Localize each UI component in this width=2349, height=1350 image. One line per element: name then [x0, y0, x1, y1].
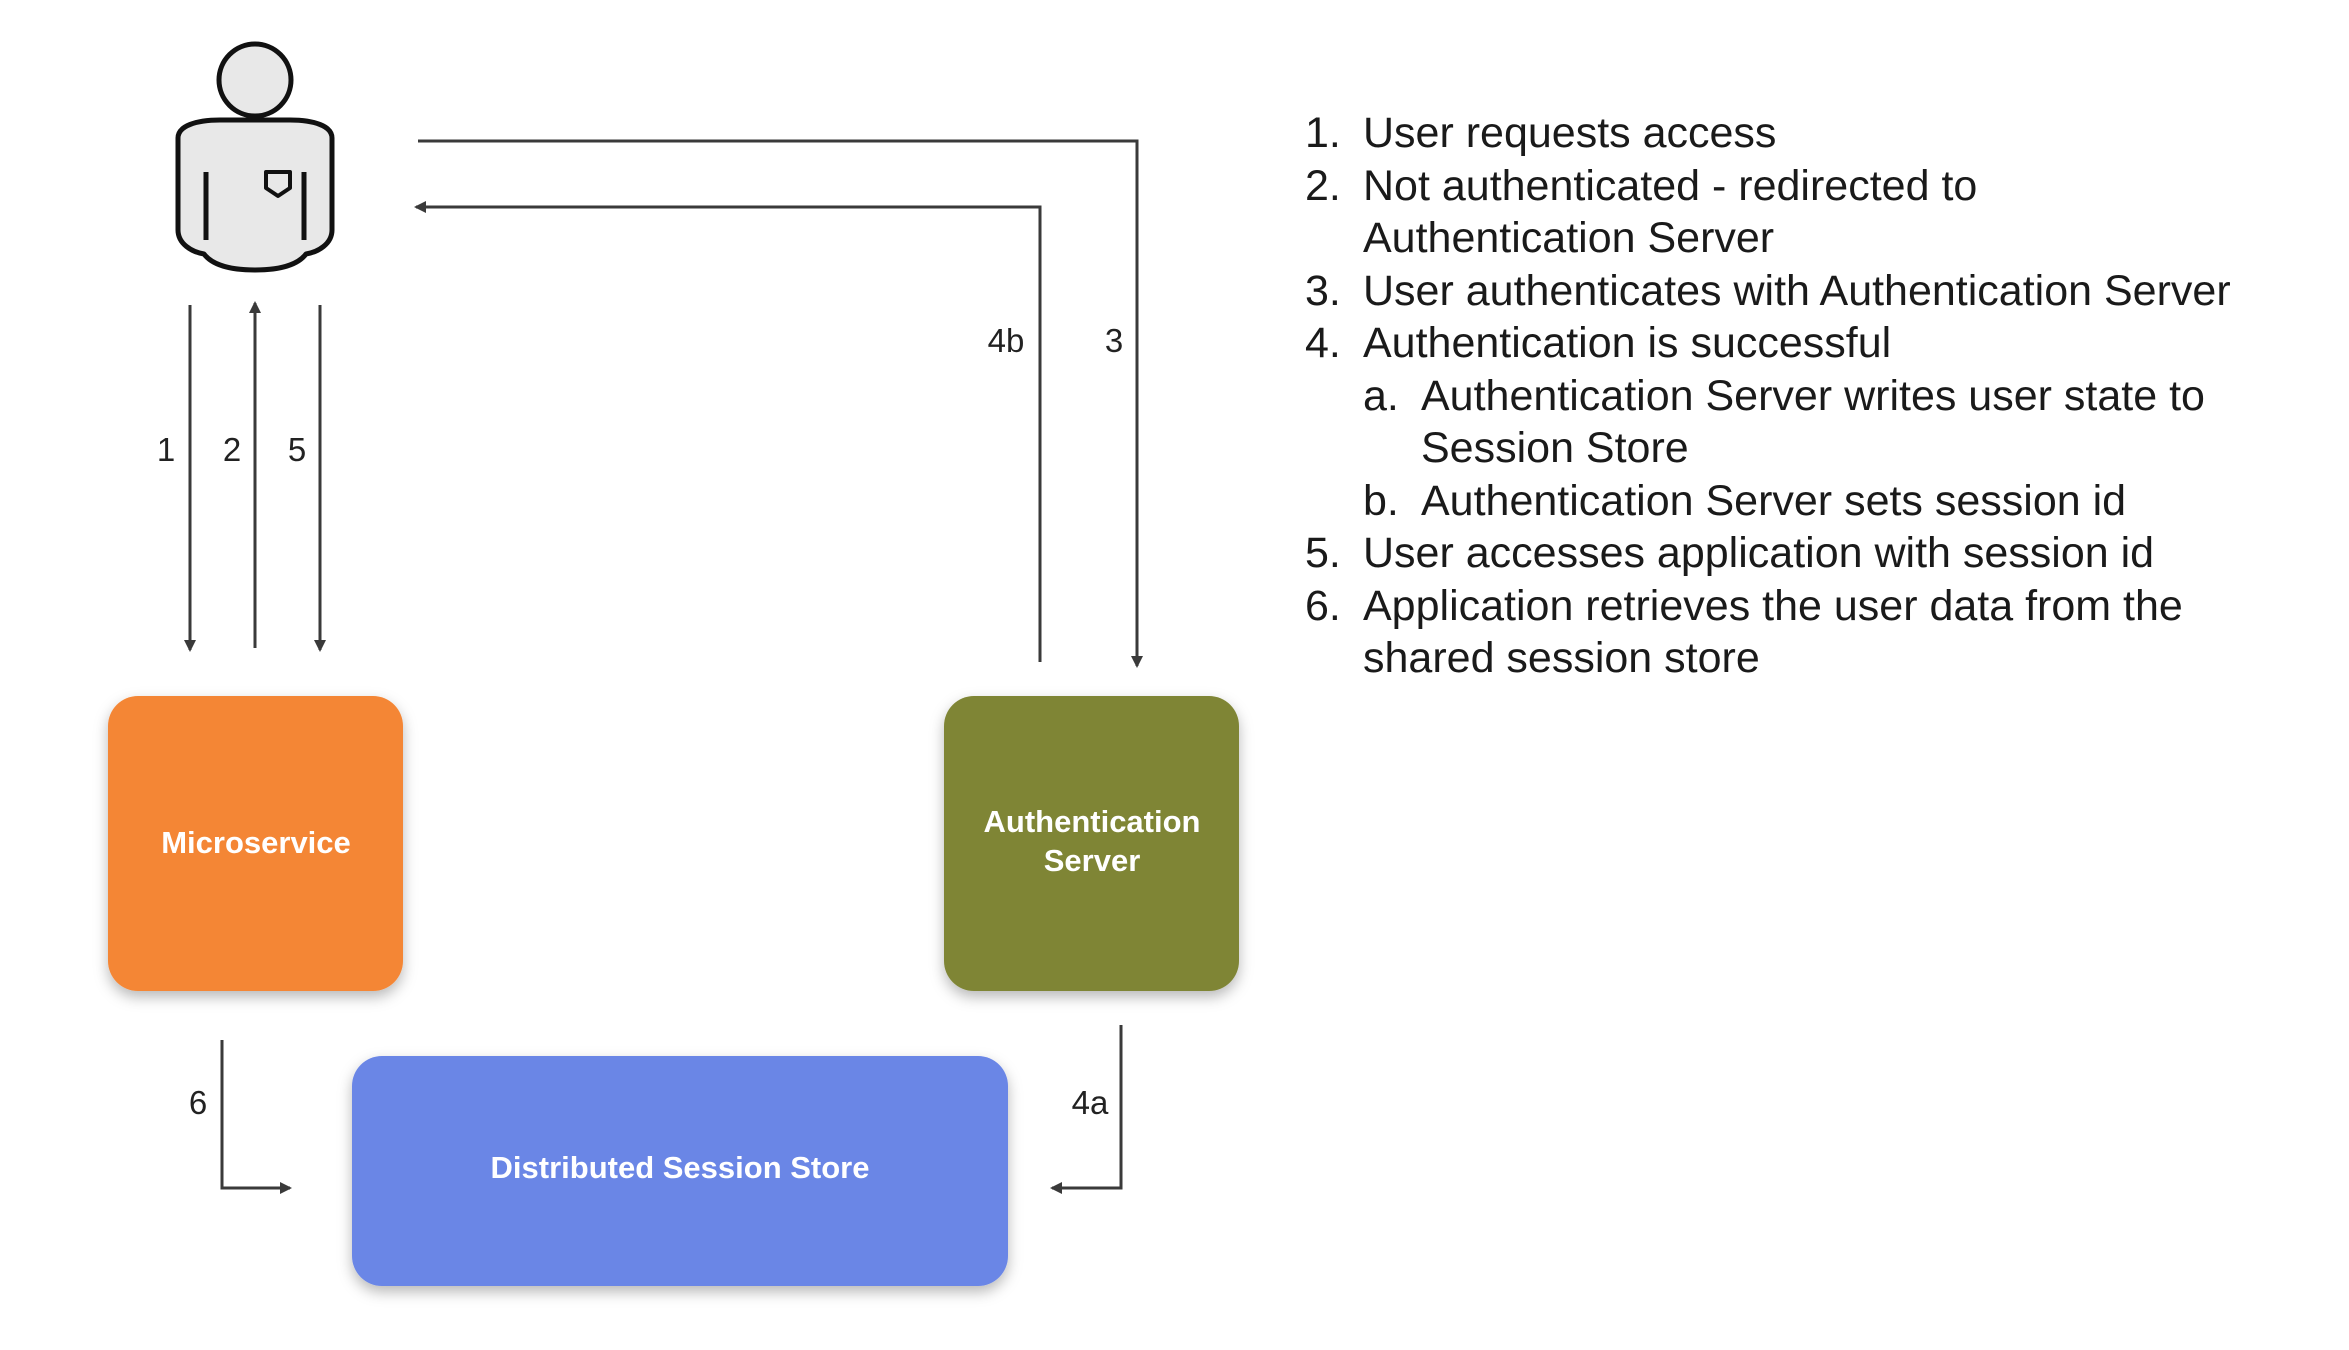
step-item: 4. Authentication is successful a. Authe… — [1305, 317, 2345, 527]
person-icon — [175, 41, 335, 273]
steps-list: 1. User requests access 2. Not authentic… — [1305, 107, 2345, 685]
substep-text: Session Store — [1421, 424, 1689, 472]
step-text: Application retrieves the user data from… — [1363, 581, 2183, 630]
substep-letter: b. — [1363, 476, 1399, 525]
step-item: 2. Not authenticated - redirected to Aut… — [1305, 160, 2345, 265]
step-text: Not authenticated - redirected to — [1363, 161, 1978, 210]
substeps-list: a. Authentication Server writes user sta… — [1363, 370, 2345, 528]
substep-item: a. Authentication Server writes user sta… — [1363, 370, 2345, 475]
step-item: 1. User requests access — [1305, 107, 2345, 160]
arrow-3 — [418, 139, 1143, 668]
step-number: 5. — [1305, 529, 1341, 577]
edge-label-6: 6 — [189, 1084, 207, 1121]
step-text: shared session store — [1363, 634, 1760, 682]
step-number: 6. — [1305, 581, 1341, 630]
session-store-label: Distributed Session Store — [491, 1150, 870, 1185]
substep-item: b. Authentication Server sets session id — [1363, 475, 2345, 528]
step-text: Authentication Server — [1363, 214, 1775, 262]
substep-letter: a. — [1363, 371, 1399, 420]
step-number: 4. — [1305, 319, 1341, 367]
arrow-4a — [1050, 1025, 1123, 1194]
microservice-node: Microservice — [108, 696, 403, 991]
step-number: 3. — [1305, 266, 1341, 315]
step-item: 5. User accesses application with sessio… — [1305, 527, 2345, 580]
step-number: 1. — [1305, 109, 1341, 157]
edge-label-5: 5 — [288, 431, 306, 468]
edge-label-4a: 4a — [1072, 1084, 1109, 1121]
substep-text: Authentication Server sets session id — [1421, 476, 2127, 525]
edge-label-1: 1 — [157, 431, 175, 468]
step-number: 2. — [1305, 161, 1341, 210]
edge-label-3: 3 — [1105, 322, 1123, 359]
edge-label-2: 2 — [223, 431, 241, 468]
step-text: User authenticates with Authentication S… — [1363, 266, 2231, 315]
step-item: 3. User authenticates with Authenticatio… — [1305, 265, 2345, 318]
edge-label-4b: 4b — [988, 322, 1025, 359]
microservice-label: Microservice — [161, 825, 351, 860]
substep-text: Authentication Server writes user state … — [1421, 371, 2205, 420]
step-text: User accesses application with session i… — [1363, 529, 2155, 577]
step-text: Authentication is successful — [1363, 319, 1892, 367]
step-text: User requests access — [1363, 109, 1777, 157]
arrow-6 — [220, 1040, 292, 1194]
arrow-4b — [414, 201, 1042, 662]
auth-server-node: Authentication Server — [944, 696, 1239, 991]
auth-server-label-line1: Authentication — [984, 804, 1201, 839]
auth-server-label-line2: Server — [1044, 843, 1141, 878]
step-item: 6. Application retrieves the user data f… — [1305, 580, 2345, 685]
session-store-node: Distributed Session Store — [352, 1056, 1008, 1286]
